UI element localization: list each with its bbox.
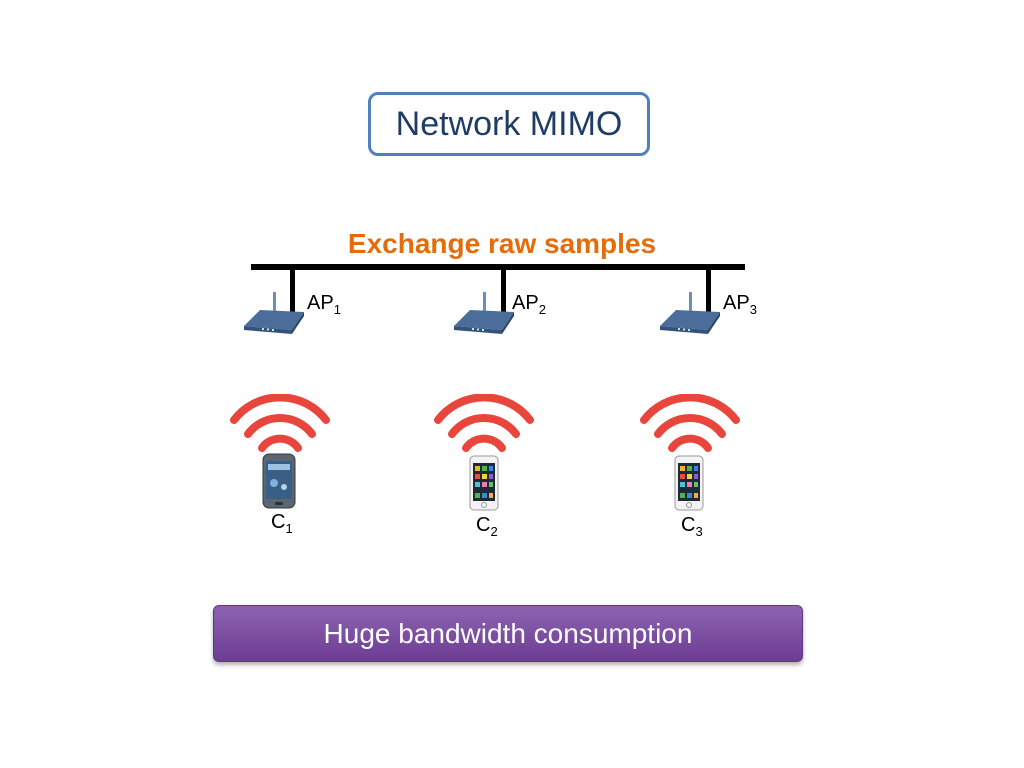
router-icon xyxy=(454,292,514,334)
client-3-label: C3 xyxy=(681,514,703,539)
ap-2-label: AP2 xyxy=(512,292,546,317)
ap-1-label: AP1 xyxy=(307,292,341,317)
ap-3-link xyxy=(706,264,711,318)
ap-2-link xyxy=(501,264,506,318)
wifi-signal-icon xyxy=(434,394,534,452)
ap-1-link xyxy=(290,264,295,318)
backhaul-bus-line xyxy=(251,264,745,270)
bandwidth-banner: Huge bandwidth consumption xyxy=(213,605,803,662)
wifi-signal-icon xyxy=(230,394,330,452)
client-1-label: C1 xyxy=(271,511,293,536)
smartphone-icon xyxy=(674,455,704,511)
diagram-title: Network MIMO xyxy=(368,92,650,156)
wifi-signal-icon xyxy=(640,394,740,452)
ap-3-label: AP3 xyxy=(723,292,757,317)
bus-label: Exchange raw samples xyxy=(347,228,657,259)
router-icon xyxy=(660,292,720,334)
router-icon xyxy=(244,292,304,334)
client-2-label: C2 xyxy=(476,514,498,539)
smartphone-icon xyxy=(262,453,296,509)
smartphone-icon xyxy=(469,455,499,511)
